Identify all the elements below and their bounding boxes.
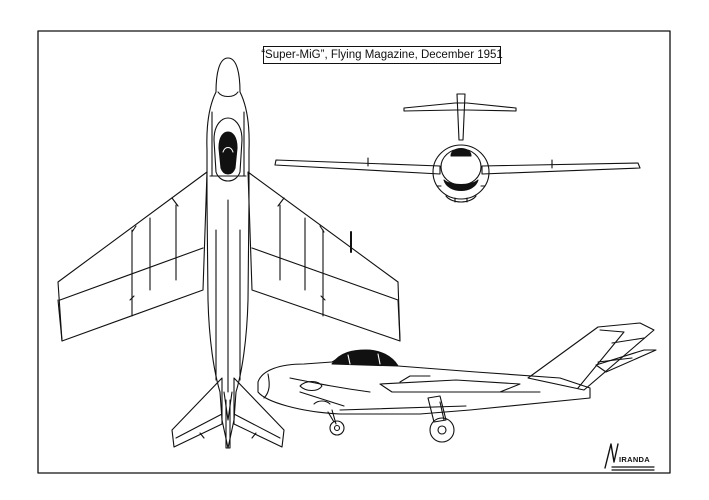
side-main-wheel-hub — [437, 425, 447, 435]
side-nose-lip — [263, 373, 270, 399]
front-intake — [443, 179, 479, 192]
side-canopy-frame — [347, 353, 381, 365]
nose-ring — [217, 91, 239, 98]
front-right-wing — [481, 162, 641, 175]
side-fuselage — [257, 351, 591, 415]
fin-top — [225, 399, 231, 449]
side-view — [257, 322, 657, 443]
left-tailplane — [171, 377, 223, 448]
artist-logo — [604, 443, 655, 471]
side-rudder-lines — [577, 329, 645, 389]
canopy-frame — [213, 117, 243, 182]
front-wing-ticks — [367, 157, 553, 169]
tailplane-lines — [175, 413, 281, 439]
front-fin — [456, 93, 466, 141]
side-intake-shape — [299, 380, 323, 392]
front-canopy — [450, 147, 472, 157]
right-wing — [247, 171, 401, 342]
side-main-wheel — [429, 417, 455, 443]
front-tailplane — [403, 102, 517, 112]
logo-text: IRANDA — [619, 455, 650, 464]
side-wing-fence — [399, 375, 431, 383]
side-nose-wheel-hub — [333, 424, 341, 432]
right-tailplane — [233, 377, 285, 448]
fuselage-centerline — [215, 199, 241, 393]
side-fin — [527, 322, 655, 391]
canopy-glass — [218, 131, 238, 175]
intake-strakes — [209, 111, 247, 177]
side-main-gear-leg — [439, 401, 445, 421]
drawing-title: “Super-MiG”, Flying Magazine, December 1… — [261, 46, 503, 64]
page-border — [37, 30, 671, 474]
side-canopy — [331, 349, 399, 367]
left-wing-lines — [57, 204, 204, 342]
side-ports — [313, 400, 331, 405]
plan-view — [57, 57, 401, 449]
front-bottom — [445, 195, 477, 203]
wing-fences — [131, 197, 325, 233]
front-fuselage — [432, 144, 490, 200]
tail-cone — [223, 391, 233, 421]
front-left-wing — [274, 159, 441, 175]
side-tailplane — [595, 349, 657, 373]
side-detail-lines — [289, 377, 541, 411]
side-main-gear-door — [427, 395, 447, 423]
right-wing-lines — [251, 204, 401, 342]
side-nose-wheel — [329, 420, 345, 436]
side-wing — [379, 379, 521, 393]
front-view — [274, 93, 641, 203]
canopy-glass-highlight — [222, 146, 234, 153]
